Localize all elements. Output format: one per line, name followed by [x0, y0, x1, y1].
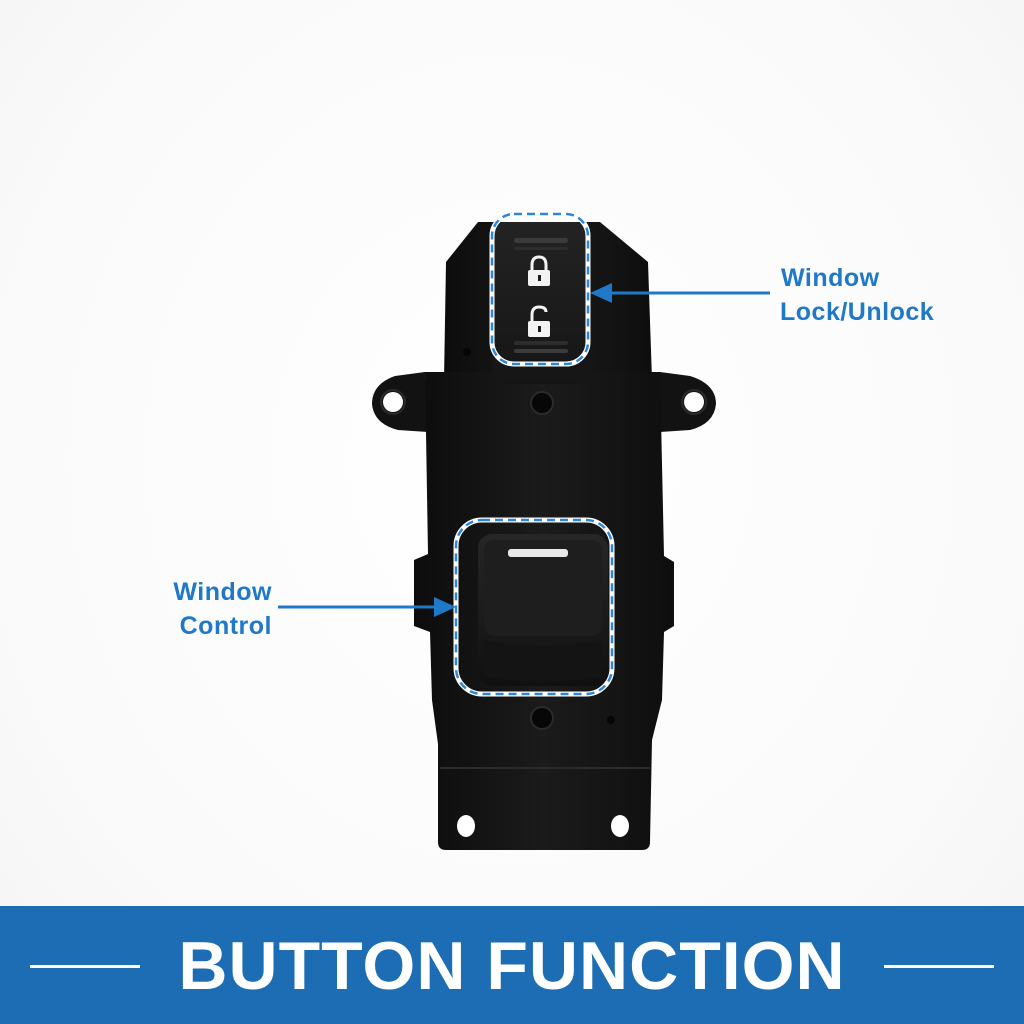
- lock-label-line2: Lock/Unlock: [780, 298, 935, 326]
- button-function-banner: BUTTON FUNCTION: [0, 906, 1024, 1024]
- screw-hole: [463, 348, 471, 356]
- window-control-label: Window Control: [150, 575, 272, 643]
- banner-title: BUTTON FUNCTION: [178, 928, 846, 1004]
- control-label-line1: Window: [173, 578, 272, 606]
- banner-rule-left: [30, 965, 140, 968]
- bottom-right-hole: [611, 815, 629, 837]
- left-mounting-ear: [372, 372, 428, 432]
- window-lock-unlock-switch[interactable]: [492, 222, 588, 384]
- center-boss-upper: [530, 391, 554, 415]
- screw-hole: [607, 716, 615, 724]
- center-boss-lower: [530, 706, 554, 730]
- banner-rule-right: [884, 965, 994, 968]
- control-label-line2: Control: [179, 612, 272, 640]
- control-callout-arrow: [278, 597, 456, 617]
- window-switch-illustration: [278, 211, 770, 850]
- lock-icon: [528, 255, 550, 286]
- right-mounting-ear: [660, 372, 716, 432]
- window-control-switch[interactable]: [478, 534, 608, 686]
- unlock-icon: [528, 305, 550, 337]
- lock-label-line1: Window: [781, 264, 880, 292]
- lock-callout-arrow: [590, 283, 770, 303]
- window-lock-unlock-label: Window Lock/Unlock: [780, 261, 934, 329]
- bottom-left-hole: [457, 815, 475, 837]
